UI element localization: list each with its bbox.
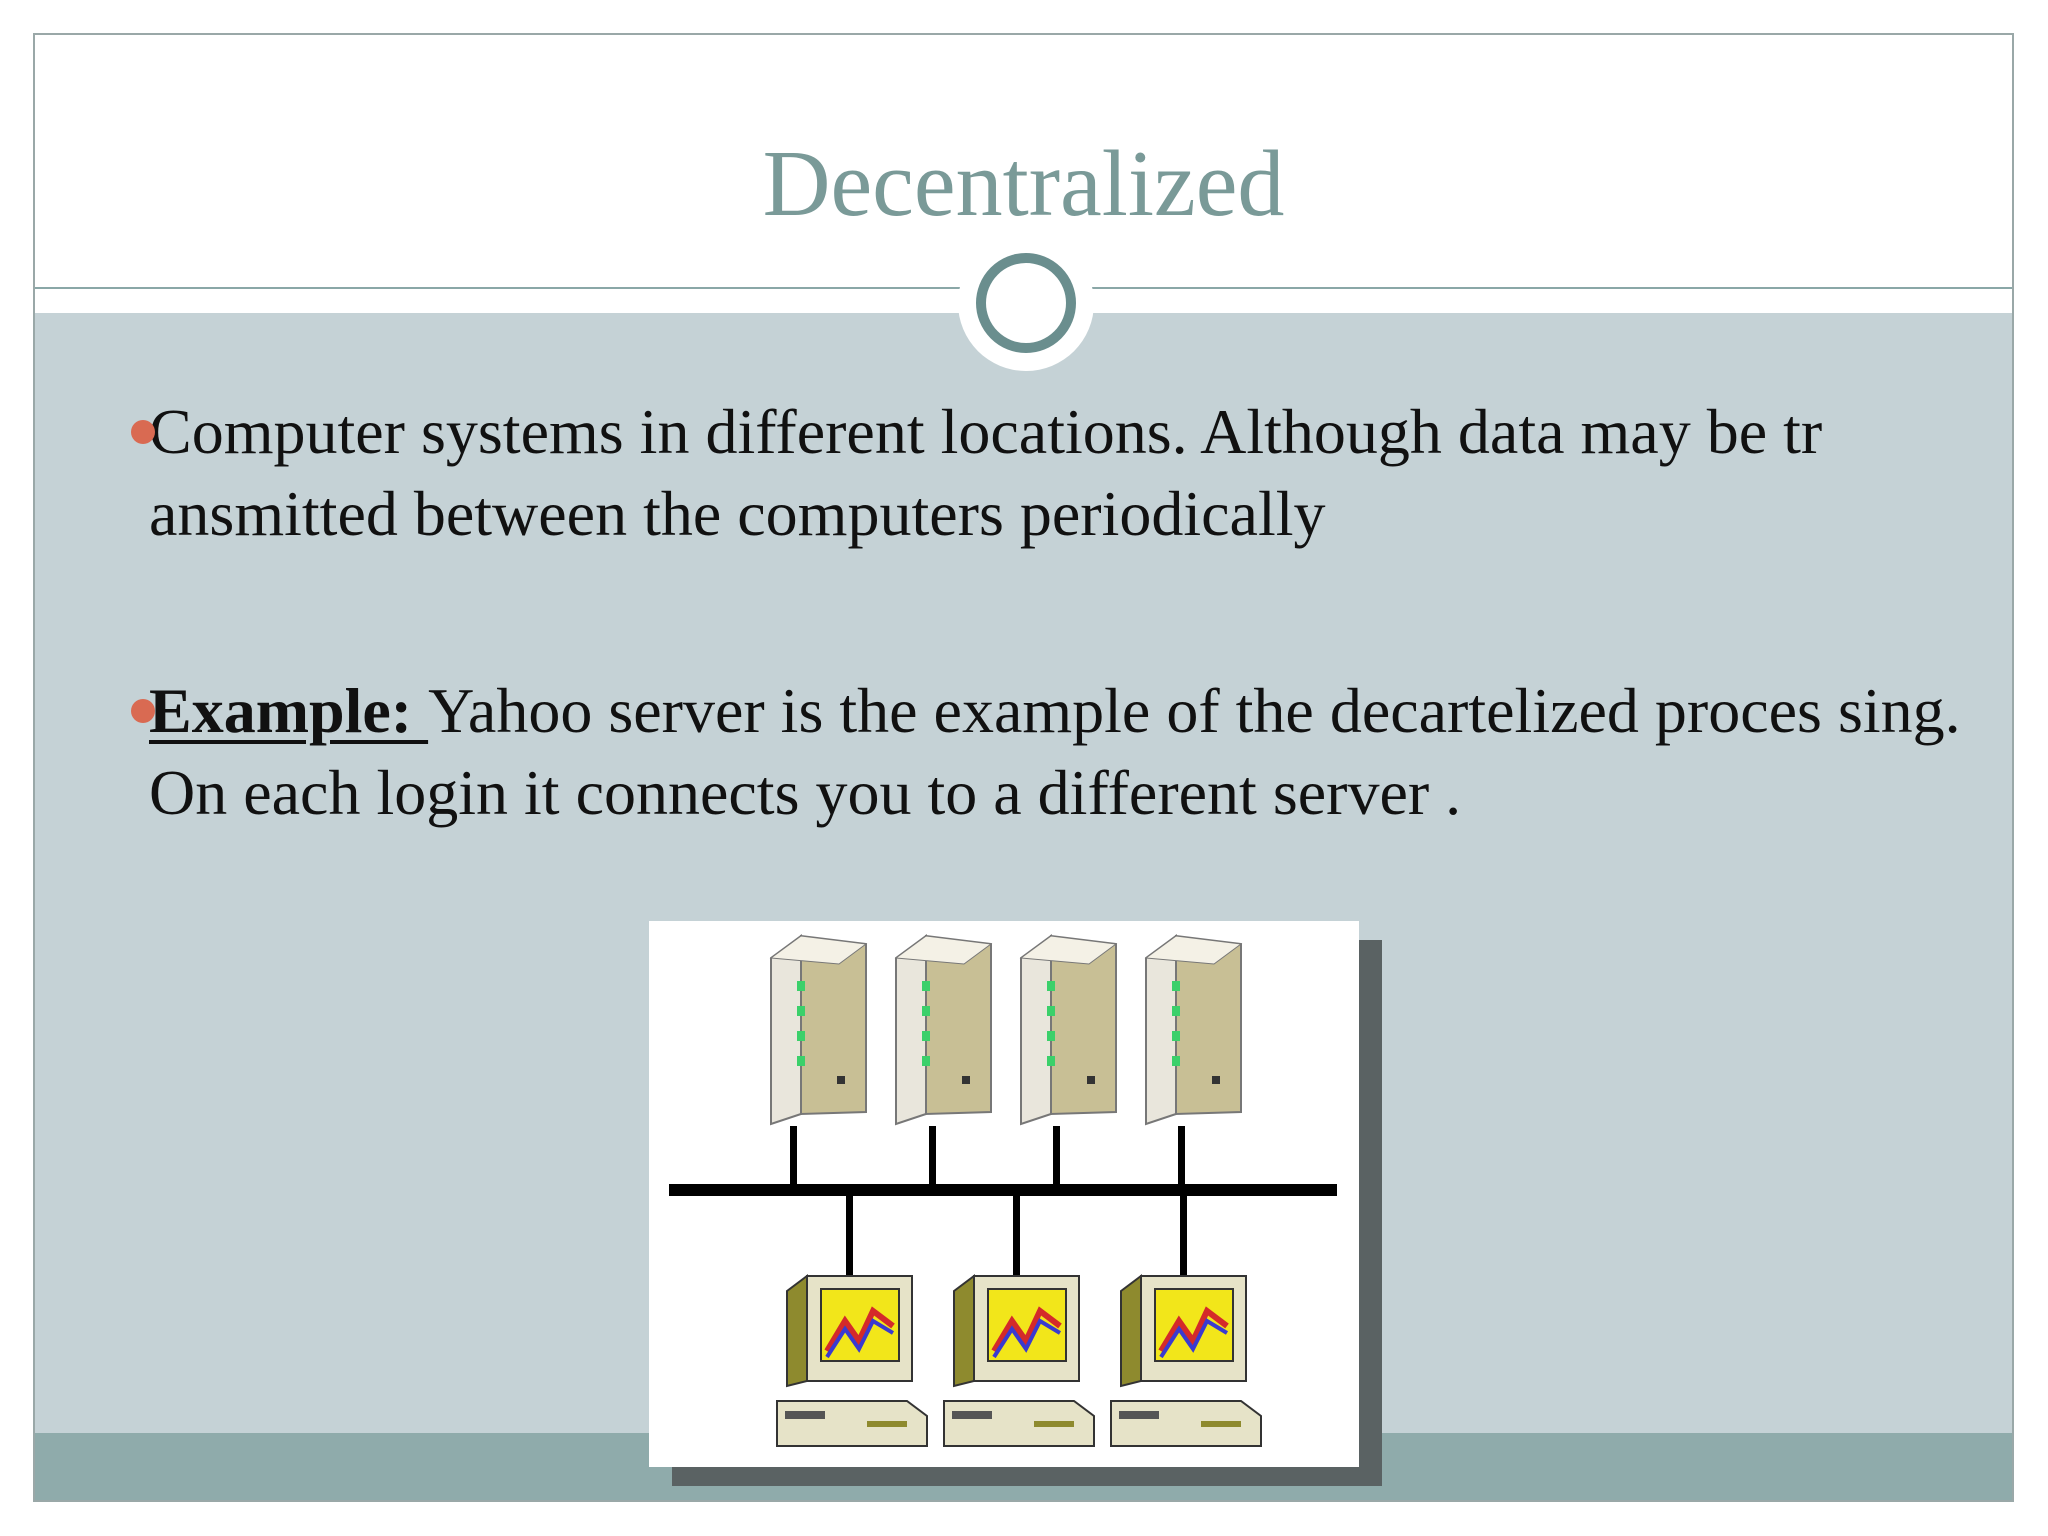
network-bus-icon — [669, 1184, 1337, 1196]
network-diagram-image — [649, 921, 1359, 1467]
bullet-dot-icon — [131, 420, 155, 444]
bullet-item: Computer systems in different locations.… — [131, 391, 1989, 555]
example-label: Example: — [149, 675, 429, 746]
slide-title: Decentralized — [762, 132, 1285, 236]
slide: Decentralized Computer systems in differ… — [33, 33, 2014, 1502]
workstation-icon — [776, 1274, 928, 1447]
network-diagram — [669, 934, 1337, 1447]
ring-ornament-icon — [976, 253, 1076, 353]
bullet-item: Example: Yahoo server is the example of … — [131, 670, 1989, 834]
bullet-text: Computer systems in different locations.… — [149, 396, 1823, 549]
server-icon — [894, 934, 993, 1126]
bullet-text: Yahoo server is the example of the decar… — [149, 675, 1961, 828]
workstation-icon — [943, 1274, 1095, 1447]
server-icon — [769, 934, 868, 1126]
bullet-dot-icon — [131, 699, 155, 723]
server-icon — [1144, 934, 1243, 1126]
server-icon — [1019, 934, 1118, 1126]
workstation-icon — [1110, 1274, 1262, 1447]
